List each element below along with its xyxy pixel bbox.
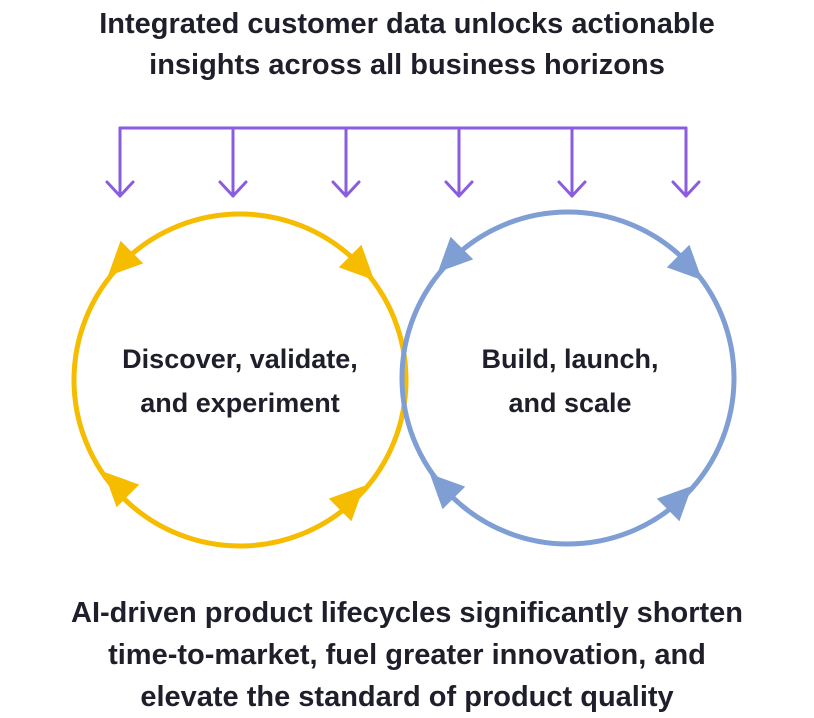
feed-arrow-1: [105, 126, 135, 198]
feed-arrow-6: [671, 126, 701, 198]
discover-cycle-arrow-top-right: [338, 244, 375, 281]
headline: Integrated customer data unlocks actiona…: [0, 4, 814, 86]
discover-cycle: [71, 211, 409, 549]
summary-line-1: AI-driven product lifecycles significant…: [71, 597, 743, 629]
discover-cycle-ring: [71, 211, 409, 549]
headline-line-1: Integrated customer data unlocks actiona…: [99, 8, 715, 40]
build-cycle-label-line-2: and scale: [508, 388, 632, 418]
build-cycle-arrow-bottom-right: [656, 485, 693, 522]
feed-arrow-4: [444, 126, 474, 198]
build-cycle-arrow-top-right: [666, 244, 703, 281]
discover-cycle-arrow-top-left: [107, 240, 144, 277]
discover-cycle-label-line-1: Discover, validate,: [122, 344, 358, 374]
build-cycle-arrow-bottom-left: [429, 473, 466, 510]
feed-arrow-5: [557, 126, 587, 198]
discover-cycle-arrow-bottom-right: [328, 485, 365, 522]
build-cycle-label: Build, launch, and scale: [410, 337, 730, 425]
build-cycle-ring: [399, 209, 737, 547]
build-cycle-arrow-top-left: [437, 236, 474, 273]
build-cycle: [399, 209, 737, 547]
summary-statement: AI-driven product lifecycles significant…: [0, 592, 814, 718]
summary-line-3: elevate the standard of product quality: [140, 681, 674, 713]
discover-cycle-label: Discover, validate, and experiment: [80, 337, 400, 425]
feed-arrow-3: [331, 126, 361, 198]
headline-line-2: insights across all business horizons: [149, 49, 665, 81]
build-cycle-label-line-1: Build, launch,: [481, 344, 659, 374]
discover-cycle-arrow-bottom-left: [103, 471, 140, 508]
feed-arrow-2: [218, 126, 248, 198]
discover-cycle-label-line-2: and experiment: [140, 388, 340, 418]
data-feed-bracket: [105, 126, 701, 198]
summary-line-2: time-to-market, fuel greater innovation,…: [108, 639, 706, 671]
